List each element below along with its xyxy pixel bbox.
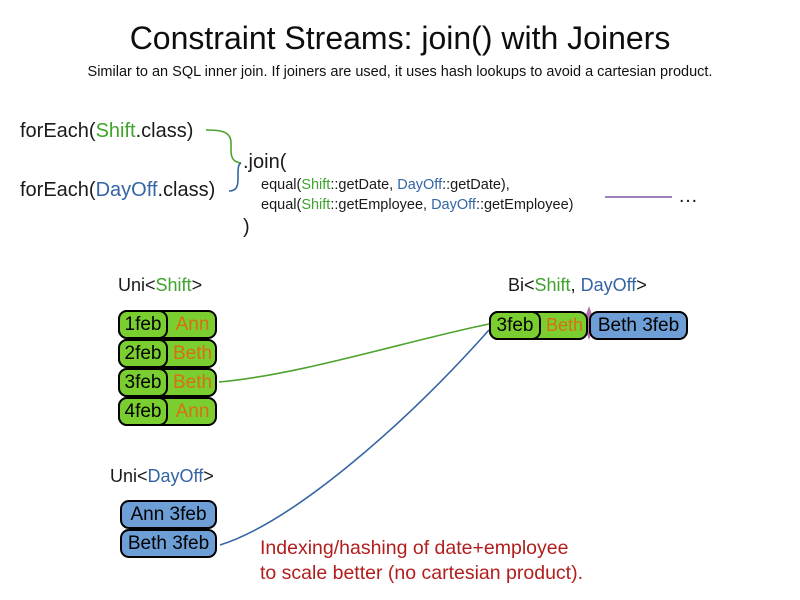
shift-class-token: Shift	[155, 275, 192, 295]
label-text: Uni<	[118, 275, 156, 295]
code-text: forEach(	[20, 120, 96, 142]
shift-date-cell: 2feb	[118, 339, 168, 368]
shift-date-cell: 1feb	[118, 310, 168, 339]
shift-date-cell: 4feb	[118, 397, 168, 426]
shift-class-token: Shift	[534, 275, 571, 295]
shift-employee-label: Beth	[172, 342, 213, 364]
note-text: Indexing/hashing of date+employee to sca…	[260, 536, 583, 586]
joiner-equal-date: equal(Shift::getDate, DayOff::getDate),	[261, 177, 510, 193]
join-close-paren: )	[243, 216, 250, 238]
dayoff-class-token: DayOff	[580, 275, 637, 295]
shift-date-cell: 3feb	[118, 368, 168, 397]
bi-dayoff-fact: Beth 3feb	[589, 311, 688, 340]
dayoff-row: Beth 3feb	[120, 529, 217, 558]
page-title: Constraint Streams: join() with Joiners	[129, 20, 671, 56]
dayoff-class-token: DayOff	[431, 197, 476, 213]
code-text: equal(	[261, 177, 302, 193]
label-text: >	[203, 466, 214, 486]
shift-class-token: Shift	[301, 177, 331, 193]
shift-date-cell: 3feb	[489, 311, 541, 340]
shift-employee-label: Ann	[175, 400, 210, 422]
brace-blue	[228, 162, 242, 192]
foreach-shift-code: forEach(Shift.class)	[20, 120, 193, 143]
dayoff-class-token: DayOff	[397, 177, 443, 193]
uni-dayoff-label: Uni<DayOff>	[110, 466, 214, 487]
dayoff-class-token: DayOff	[147, 466, 204, 486]
shift-row: 1feb Ann	[118, 310, 217, 339]
shift-employee-label: Ann	[175, 313, 210, 335]
shift-employee-label: Beth	[545, 315, 584, 335]
label-text: Bi<	[508, 275, 535, 295]
code-text: .class)	[135, 120, 194, 142]
join-call: .join(	[243, 151, 287, 173]
code-text: .class)	[157, 179, 216, 201]
code-text: ::getDate,	[330, 177, 398, 193]
shift-class-token: Shift	[301, 197, 331, 213]
code-text: ::getEmployee)	[475, 197, 574, 213]
uni-shift-label: Uni<Shift>	[118, 275, 202, 296]
label-text: Uni<	[110, 466, 148, 486]
shift-employee-label: Beth	[172, 371, 213, 393]
connector-green-line	[218, 323, 490, 383]
shift-class-token: Shift	[95, 120, 136, 142]
note-line: to scale better (no cartesian product).	[260, 562, 583, 584]
note-line: Indexing/hashing of date+employee	[260, 537, 569, 559]
shift-row: 2feb Beth	[118, 339, 217, 368]
code-text: ::getEmployee,	[330, 197, 432, 213]
dayoff-class-token: DayOff	[95, 179, 158, 201]
label-text: ,	[570, 275, 581, 295]
more-joiners-ellipsis: …	[678, 185, 698, 207]
shift-row: 3feb Beth	[118, 368, 217, 397]
label-text: >	[636, 275, 647, 295]
connector-blue-line	[219, 329, 490, 546]
joiner-equal-employee: equal(Shift::getEmployee, DayOff::getEmp…	[261, 197, 573, 213]
code-text: ::getDate),	[442, 177, 510, 193]
dayoff-row: Ann 3feb	[120, 500, 217, 529]
shift-row: 4feb Ann	[118, 397, 217, 426]
code-text: forEach(	[20, 179, 96, 201]
code-text: equal(	[261, 197, 302, 213]
page-subtitle: Similar to an SQL inner join. If joiners…	[87, 64, 713, 80]
label-text: >	[191, 275, 203, 295]
bi-shift-fact: 3feb Beth	[489, 311, 588, 340]
bi-label: Bi<Shift, DayOff>	[508, 275, 647, 296]
foreach-dayoff-code: forEach(DayOff.class)	[20, 179, 215, 202]
brace-green	[205, 129, 242, 164]
